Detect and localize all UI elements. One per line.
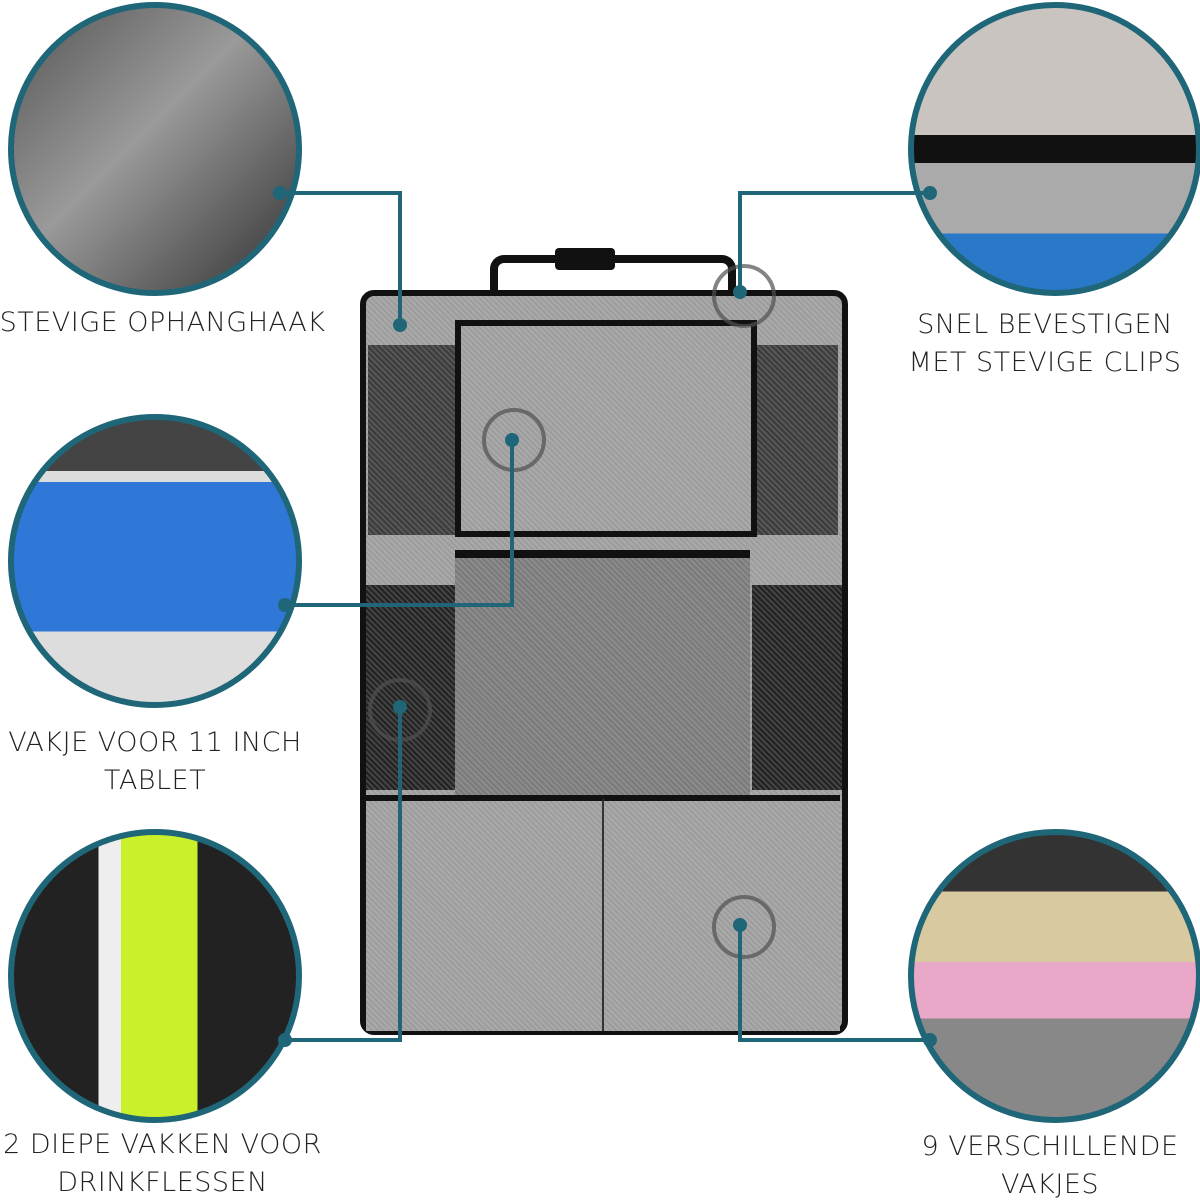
caption-text: STEVIGE OPHANGHAAK	[0, 307, 326, 338]
caption-line: 2 DIEPE VAKKEN VOOR	[3, 1129, 322, 1160]
bottle-detail-image	[8, 829, 302, 1123]
hook-detail-image	[8, 2, 302, 296]
center-mesh-pocket	[455, 550, 750, 798]
clips-detail-image	[908, 2, 1200, 296]
bottom-pocket-left	[366, 795, 605, 1031]
pockets-detail-image	[908, 829, 1200, 1123]
caption-line: VAKJE VOOR 11 INCH	[8, 727, 302, 758]
caption-line: SNEL BEVESTIGEN	[917, 309, 1173, 340]
buckle	[555, 248, 615, 270]
caption-hook: STEVIGE OPHANGHAAK	[0, 304, 335, 342]
caption-line: 9 VERSCHILLENDE	[921, 1131, 1179, 1162]
bottle-pocket-right	[752, 585, 842, 790]
caption-line: TABLET	[103, 765, 207, 796]
caption-clips: SNEL BEVESTIGEN MET STEVIGE CLIPS	[890, 306, 1200, 382]
caption-tablet: VAKJE VOOR 11 INCH TABLET	[0, 724, 310, 800]
caption-pockets: 9 VERSCHILLENDE VAKJES	[895, 1128, 1200, 1204]
caption-bottles: 2 DIEPE VAKKEN VOOR DRINKFLESSEN	[0, 1126, 325, 1202]
side-mesh-pocket-left	[368, 345, 456, 535]
tablet-detail-image	[8, 414, 302, 708]
caption-line: VAKJES	[1000, 1169, 1100, 1200]
caption-line: MET STEVIGE CLIPS	[908, 347, 1182, 378]
bottom-pocket-right	[604, 795, 840, 1031]
side-mesh-pocket-right	[750, 345, 838, 535]
caption-line: DRINKFLESSEN	[57, 1167, 268, 1198]
